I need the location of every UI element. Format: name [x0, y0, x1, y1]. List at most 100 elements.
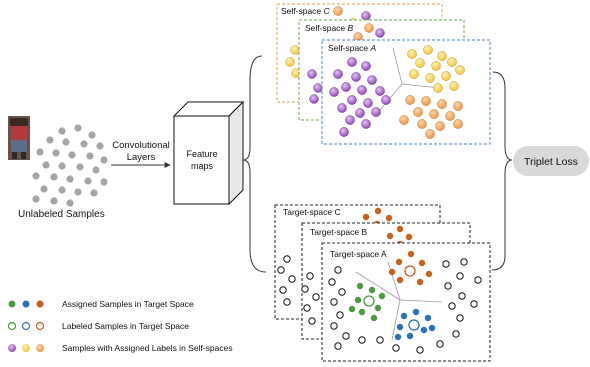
unlabeled-sample-dot: [96, 142, 104, 150]
legend-green-swatch: [8, 300, 16, 308]
target-sample-brown: [388, 268, 396, 276]
unlabeled-sample-dot: [50, 173, 58, 181]
unlabeled-sample-dot: [74, 124, 82, 132]
target-sample-open: [470, 300, 478, 308]
target-space-c-dots: [277, 207, 393, 306]
target-sample-green: [358, 308, 366, 316]
unlabeled-sample-dot: [32, 172, 40, 180]
target-sample-open: [392, 344, 400, 352]
self-sample-purple: [351, 72, 361, 82]
legend-yellow-swatch: [22, 344, 30, 352]
self-sample-purple: [355, 108, 365, 118]
unlabeled-sample-dot: [62, 138, 70, 146]
legend-orange-swatch: [36, 344, 44, 352]
self-space-b-label: Self-space B: [305, 23, 354, 33]
target-sample-open: [442, 260, 450, 268]
legend-label-self: Samples with Assigned Labels in Self-spa…: [62, 343, 233, 353]
target-sample-open: [328, 278, 336, 286]
self-sample-purple: [371, 107, 381, 117]
labeled-sample-brown: [404, 265, 416, 277]
unlabeled-sample-dot: [58, 127, 66, 135]
self-sample-purple: [363, 98, 373, 108]
target-sample-open: [448, 302, 456, 310]
unlabeled-sample-dot: [66, 175, 74, 183]
target-sample-open: [416, 346, 424, 354]
self-sample-yellow: [455, 65, 465, 75]
unlabeled-sample-dot: [84, 177, 92, 185]
unlabeled-sample-dot: [42, 161, 50, 169]
unlabeled-sample-dot: [36, 148, 44, 156]
target-sample-green: [348, 305, 356, 313]
legend-brown-swatch: [36, 300, 44, 308]
self-sample-orange: [417, 119, 427, 129]
self-space-a-dots: [329, 45, 465, 139]
unlabeled-sample-dot: [92, 166, 100, 174]
target-sample-green: [374, 304, 382, 312]
unlabeled-sample-dot: [100, 178, 108, 186]
self-sample-yellow: [409, 69, 419, 79]
unlabeled-sample-dot: [90, 189, 98, 197]
self-sample-orange: [445, 111, 455, 121]
target-sample-blue: [412, 308, 420, 316]
target-sample-open: [458, 292, 466, 300]
unlabeled-sample-dot: [80, 140, 88, 148]
target-sample-open: [474, 276, 482, 284]
self-space-a-label: Self-space A: [328, 43, 377, 53]
target-sample-blue: [400, 312, 408, 320]
feature-maps-label-line1: Feature: [186, 149, 217, 159]
legend-blue-swatch: [22, 300, 30, 308]
target-space-a-divider-lines: [355, 261, 443, 341]
unlabeled-sample-dot: [86, 152, 94, 160]
legend-row-self: Samples with Assigned Labels in Self-spa…: [8, 343, 233, 353]
self-sample-purple: [329, 87, 339, 97]
self-sample-orange: [421, 96, 431, 106]
labeled-sample-blue: [408, 319, 420, 331]
self-sample-orange: [429, 109, 439, 119]
self-sample-orange: [405, 95, 415, 105]
unlabeled-sample-dot: [50, 197, 58, 205]
target-sample-green: [368, 286, 376, 294]
target-sample-open: [342, 332, 350, 340]
target-sample-open: [330, 322, 338, 330]
self-sample-purple: [339, 127, 349, 137]
target-sample-brown: [418, 259, 426, 267]
target-sample-brown: [396, 276, 404, 284]
self-sample-purple: [361, 61, 371, 71]
self-sample-orange: [399, 115, 409, 125]
target-sample-blue: [424, 314, 432, 322]
self-sample-purple: [333, 69, 343, 79]
self-sample-yellow: [423, 45, 433, 55]
legend-label-labeled: Labeled Samples in Target Space: [62, 321, 189, 331]
legend-row-labeled: Labeled Samples in Target Space: [7, 321, 189, 331]
unlabeled-sample-dot: [76, 163, 84, 171]
legend-brown-ring: [35, 321, 45, 331]
self-sample-purple: [357, 85, 367, 95]
self-space-c-label: Self-space C: [281, 6, 331, 16]
target-sample-open: [376, 336, 384, 344]
self-sample-yellow: [415, 58, 425, 68]
legend-label-assigned: Assigned Samples in Target Space: [62, 299, 194, 309]
unlabeled-sample-dot: [46, 136, 54, 144]
left-brace: [242, 55, 267, 273]
self-sample-yellow: [441, 71, 451, 81]
self-sample-yellow: [449, 81, 459, 91]
target-sample-open: [444, 282, 452, 290]
self-sample-purple: [367, 75, 377, 85]
unlabeled-samples-caption: Unlabeled Samples: [18, 209, 105, 220]
legend: Assigned Samples in Target Space Labeled…: [7, 299, 233, 353]
target-space-a-label: Target-space A: [330, 249, 387, 259]
self-sample-orange: [413, 107, 423, 117]
target-sample-brown: [407, 250, 415, 258]
feature-maps-label-line2: maps: [191, 161, 214, 171]
self-sample-purple: [347, 57, 357, 67]
legend-blue-ring: [21, 321, 31, 331]
target-space-a-dots: [328, 250, 482, 354]
triplet-loss-box: [513, 146, 589, 176]
unlabeled-sample-dot: [58, 186, 66, 194]
unlabeled-sample-dot: [40, 185, 48, 193]
unlabeled-samples-cluster: [32, 124, 108, 207]
target-sample-brown: [395, 258, 403, 266]
target-sample-blue: [406, 332, 414, 340]
self-sample-purple: [337, 103, 347, 113]
